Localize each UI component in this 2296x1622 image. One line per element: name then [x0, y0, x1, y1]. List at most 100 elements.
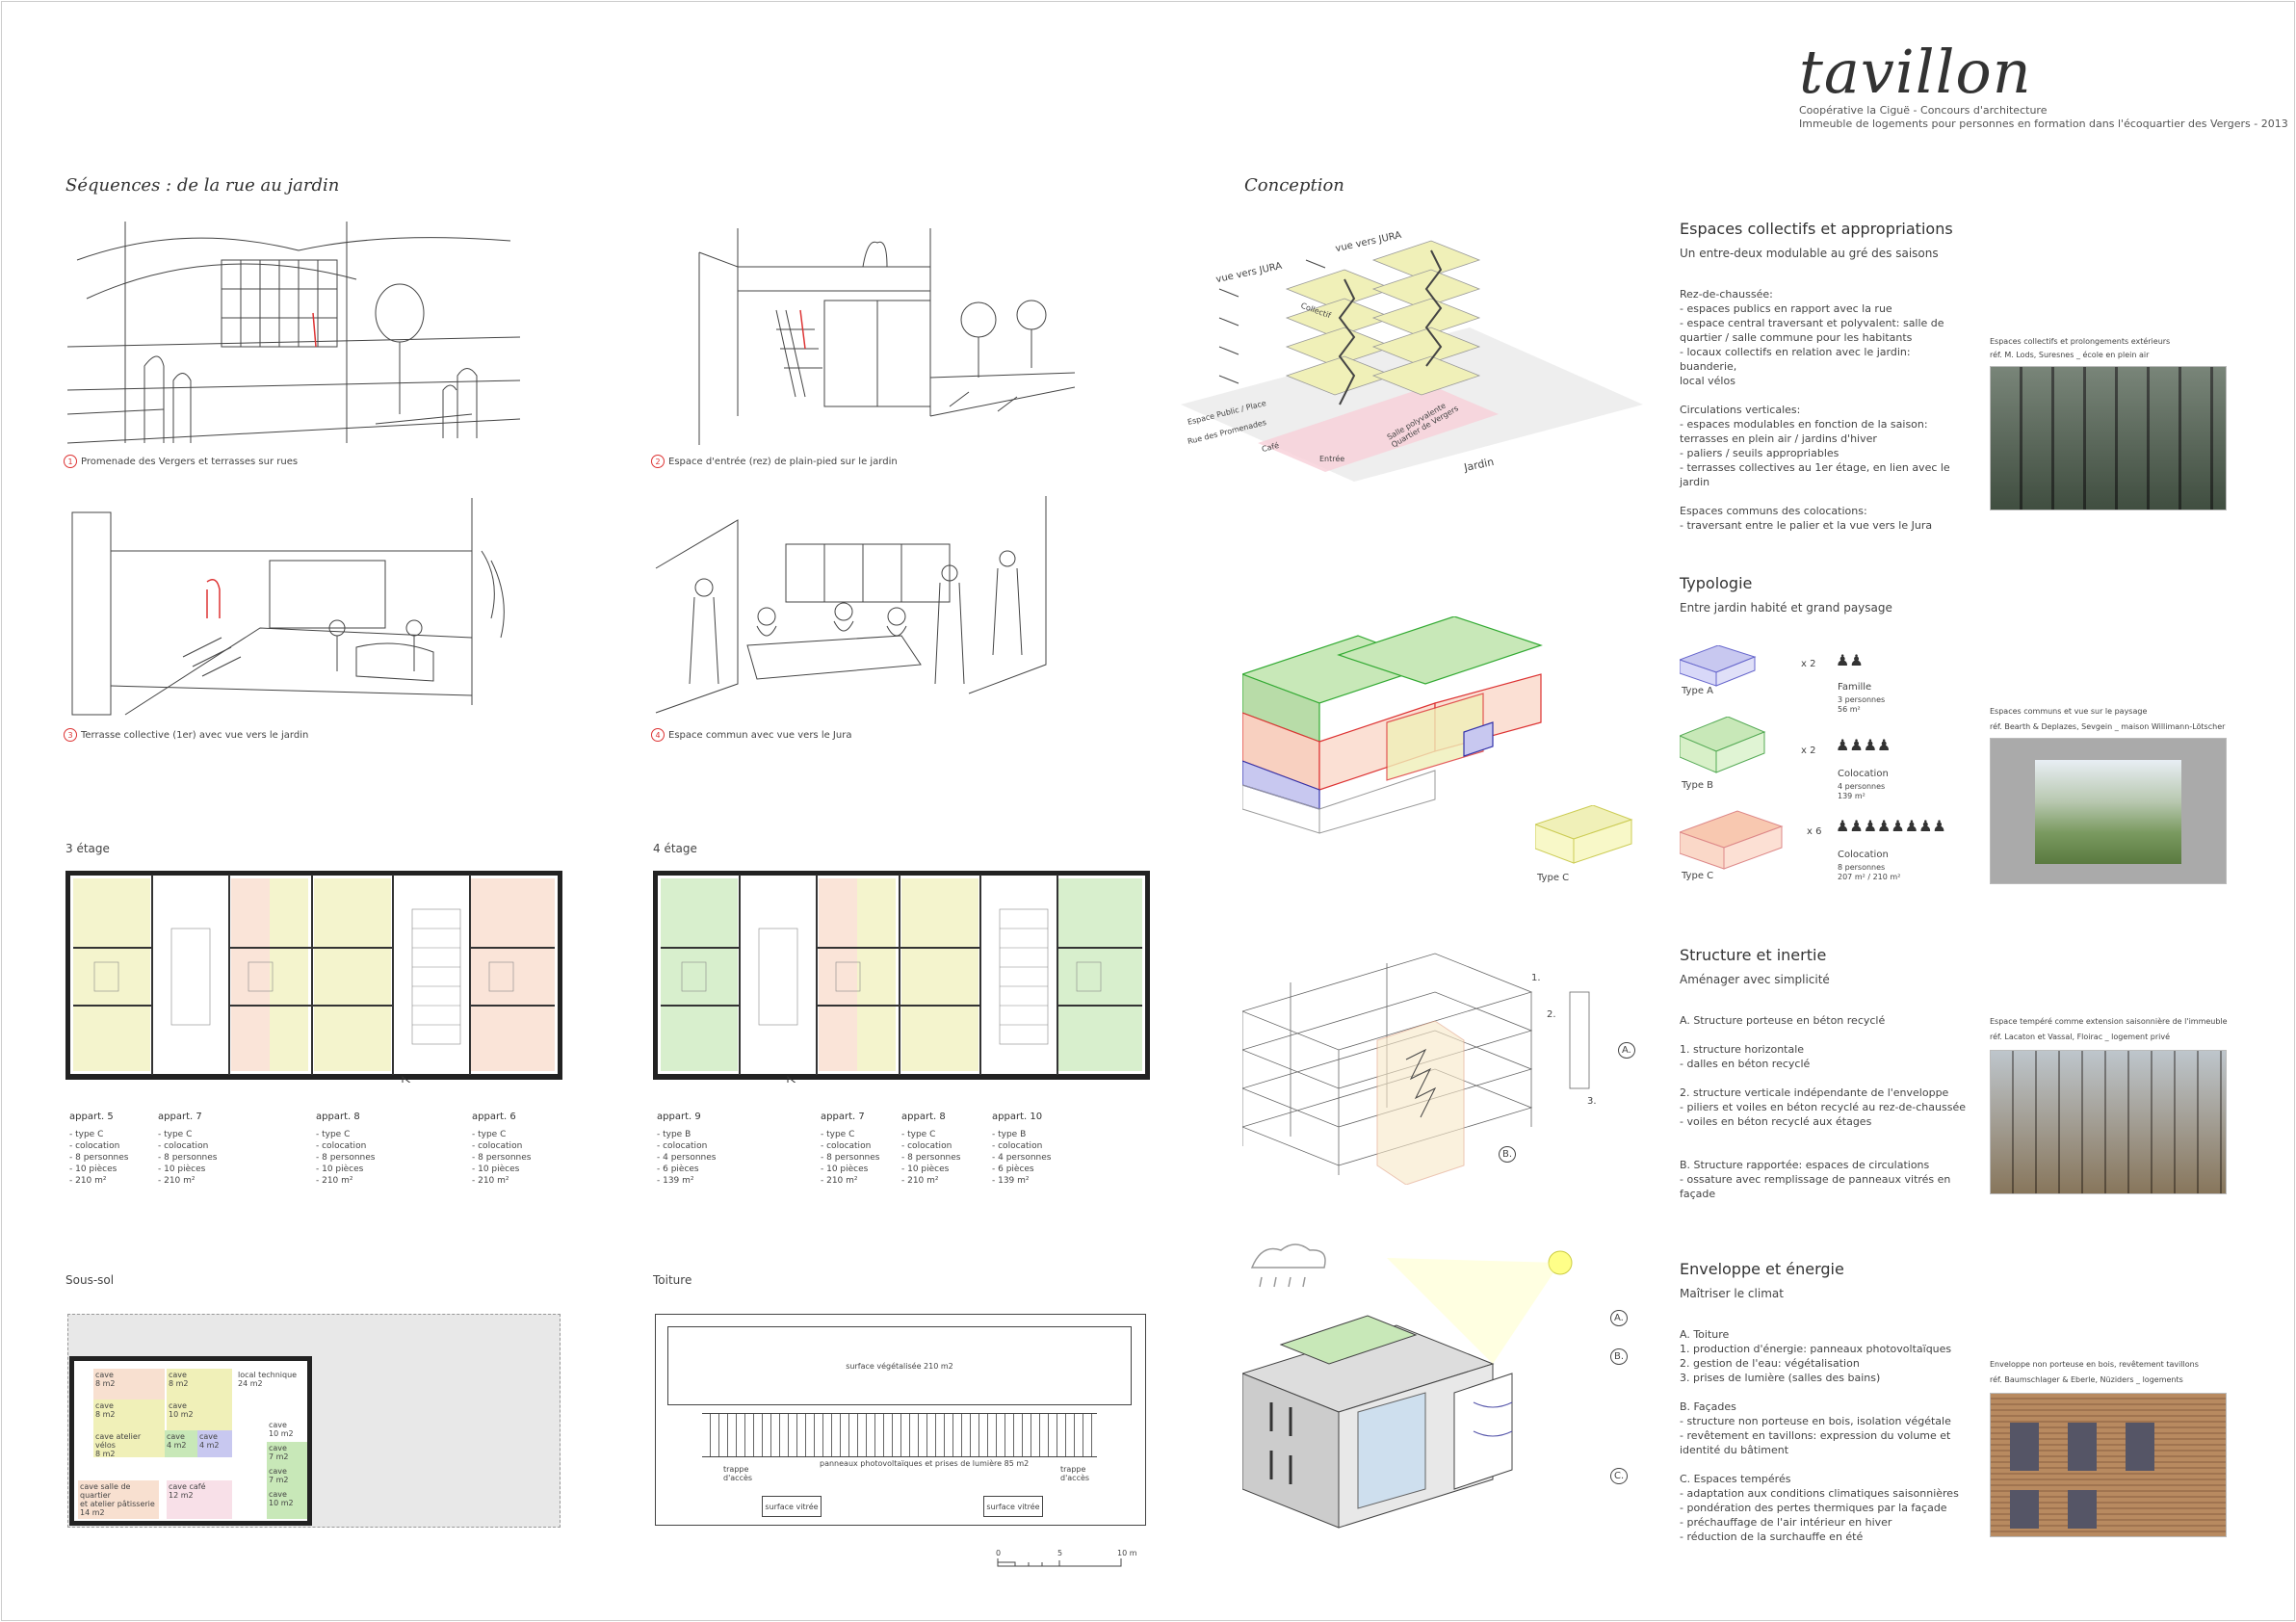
sketch-2: [698, 228, 1075, 445]
conception-label-entree: Entrée: [1319, 455, 1345, 463]
room-cafe: cave café 12 m2: [167, 1480, 232, 1519]
s3-body: A. Structure porteuse en béton recyclé 1…: [1680, 1014, 1966, 1200]
floor3-appt-2-info: - type C - colocation - 8 personnes - 10…: [158, 1130, 218, 1186]
floor3-appt-3-name: appart. 8: [316, 1112, 360, 1122]
sketch-3: [71, 498, 505, 716]
s2-ref-title: Espaces communs et vue sur le paysage: [1990, 707, 2148, 716]
type-a-box: [1680, 645, 1757, 687]
floor4-appt-3-name: appart. 8: [901, 1112, 946, 1122]
floor3-appt-1-name: appart. 5: [69, 1112, 114, 1122]
s4-title: Enveloppe et énergie: [1680, 1260, 1844, 1278]
room-cave-3: cave 8 m2: [93, 1400, 165, 1430]
type-c-people-icon: ♟♟♟♟♟♟♟♟: [1836, 817, 1946, 835]
s2-reference-photo: [1990, 738, 2227, 884]
typology-type-c-box: [1535, 805, 1633, 864]
s1-ref: réf. M. Lods, Suresnes _ école en plein …: [1990, 351, 2150, 359]
envelope-mark-a: A.: [1610, 1310, 1628, 1326]
room-salle-quartier: cave salle de quartier et atelier pâtiss…: [78, 1480, 159, 1519]
room-cave-5: cave 4 m2: [165, 1430, 197, 1457]
type-b-kind: Colocation: [1838, 769, 1889, 779]
type-b-area: 139 m²: [1838, 792, 1866, 800]
scale-5: 5: [1057, 1549, 1063, 1557]
room-cave-8: cave 7 m2: [267, 1442, 307, 1467]
room-cave-9: cave 7 m2: [267, 1465, 307, 1490]
s1-title: Espaces collectifs et appropriations: [1680, 220, 1953, 238]
typology-axonometry: [1242, 616, 1543, 834]
type-b-label: Type B: [1682, 780, 1714, 791]
structure-mark-b: B.: [1499, 1146, 1517, 1163]
typology-type-c-label: Type C: [1537, 873, 1570, 883]
envelope-axonometry: [1242, 1243, 1573, 1529]
floor4-appt-1-name: appart. 9: [657, 1112, 701, 1122]
envelope-mark-b: B.: [1610, 1348, 1629, 1365]
type-a-count: x 2: [1801, 659, 1816, 669]
s2-ref: réf. Bearth & Deplazes, Sevgein _ maison…: [1990, 722, 2226, 731]
scale-0: 0: [996, 1549, 1002, 1557]
type-c-label: Type C: [1682, 871, 1714, 881]
s4-ref-title: Enveloppe non porteuse en bois, revêteme…: [1990, 1360, 2199, 1369]
s1-subtitle: Un entre-deux modulable au gré des saiso…: [1680, 247, 1939, 260]
floor4-appt-2-info: - type C - colocation - 8 personnes - 10…: [821, 1130, 880, 1186]
floor3-plan: [65, 871, 562, 1083]
type-a-kind: Famille: [1838, 682, 1872, 693]
type-b-count: x 2: [1801, 746, 1816, 756]
structure-axonometry: [1242, 953, 1590, 1185]
roof-pv-label: panneaux photovoltaïques et prises de lu…: [820, 1459, 1030, 1468]
floor4-appt-3-info: - type C - colocation - 8 personnes - 10…: [901, 1130, 961, 1186]
room-cave-2: cave 8 m2: [167, 1369, 232, 1400]
room-cave-10: cave 10 m2: [267, 1488, 307, 1519]
s4-photo-window-5: [2068, 1490, 2097, 1529]
type-c-kind: Colocation: [1838, 850, 1889, 860]
s2-subtitle: Entre jardin habité et grand paysage: [1680, 601, 1892, 615]
roof-hatch-left: trappe d'accès: [723, 1465, 753, 1482]
header-line-1: Coopérative la Ciguë - Concours d'archit…: [1799, 104, 2048, 117]
roof-glass-left: surface vitrée: [762, 1496, 822, 1517]
s2-photo-window: [2035, 760, 2181, 864]
structure-mark-2: 2.: [1547, 1009, 1556, 1020]
floor4-appt-4-info: - type B - colocation - 4 personnes - 6 …: [992, 1130, 1052, 1186]
s4-subtitle: Maîtriser le climat: [1680, 1287, 1784, 1300]
type-a-people: 3 personnes: [1838, 695, 1886, 704]
s4-photo-window-4: [2010, 1490, 2039, 1529]
roof-title: Toiture: [653, 1273, 692, 1287]
sequences-title: Séquences : de la rue au jardin: [65, 175, 340, 196]
room-local-technique: local technique 24 m2: [238, 1371, 298, 1388]
conception-title: Conception: [1244, 175, 1344, 196]
floor3-appt-1-info: - type C - colocation - 8 personnes - 10…: [69, 1130, 129, 1186]
conception-axonometry: [1181, 240, 1643, 482]
roof-plan: surface végétalisée 210 m2 panneaux phot…: [655, 1314, 1146, 1526]
type-b-box: [1680, 717, 1766, 773]
floor3-title: 3 étage: [65, 842, 110, 855]
floor4-appt-2-name: appart. 7: [821, 1112, 865, 1122]
structure-mark-a: A.: [1618, 1042, 1635, 1059]
s4-photo-window-2: [2068, 1423, 2097, 1471]
s3-ref-title: Espace tempéré comme extension saisonniè…: [1990, 1017, 2228, 1026]
scale-bar: [997, 1558, 1122, 1567]
floor3-appt-4-name: appart. 6: [472, 1112, 516, 1122]
brand-title: tavillon: [1799, 37, 2032, 107]
structure-mark-1: 1.: [1531, 973, 1541, 983]
roof-green-surface: surface végétalisée 210 m2: [667, 1326, 1132, 1405]
room-cave-7: cave 10 m2: [267, 1419, 307, 1444]
s3-title: Structure et inertie: [1680, 946, 1827, 964]
type-b-people-icon: ♟♟♟♟: [1836, 736, 1892, 754]
type-c-people: 8 personnes: [1838, 863, 1886, 872]
floor3-appt-4-info: - type C - colocation - 8 personnes - 10…: [472, 1130, 532, 1186]
type-c-box: [1680, 810, 1784, 870]
envelope-mark-c: C.: [1610, 1468, 1629, 1484]
s3-subtitle: Aménager avec simplicité: [1680, 973, 1830, 986]
sketch-1: [67, 222, 520, 444]
type-a-people-icon: ♟♟: [1836, 651, 1864, 669]
s3-ref: réf. Lacaton et Vassal, Floirac _ logeme…: [1990, 1033, 2171, 1041]
floor4-appt-4-name: appart. 10: [992, 1112, 1043, 1122]
s4-photo-window-1: [2010, 1423, 2039, 1471]
type-a-label: Type A: [1682, 686, 1713, 696]
floor3-appt-2-name: appart. 7: [158, 1112, 202, 1122]
s4-body: A. Toiture 1. production d'énergie: pann…: [1680, 1328, 1959, 1543]
floor4-title: 4 étage: [653, 842, 697, 855]
roof-pv-panels: [702, 1413, 1097, 1457]
